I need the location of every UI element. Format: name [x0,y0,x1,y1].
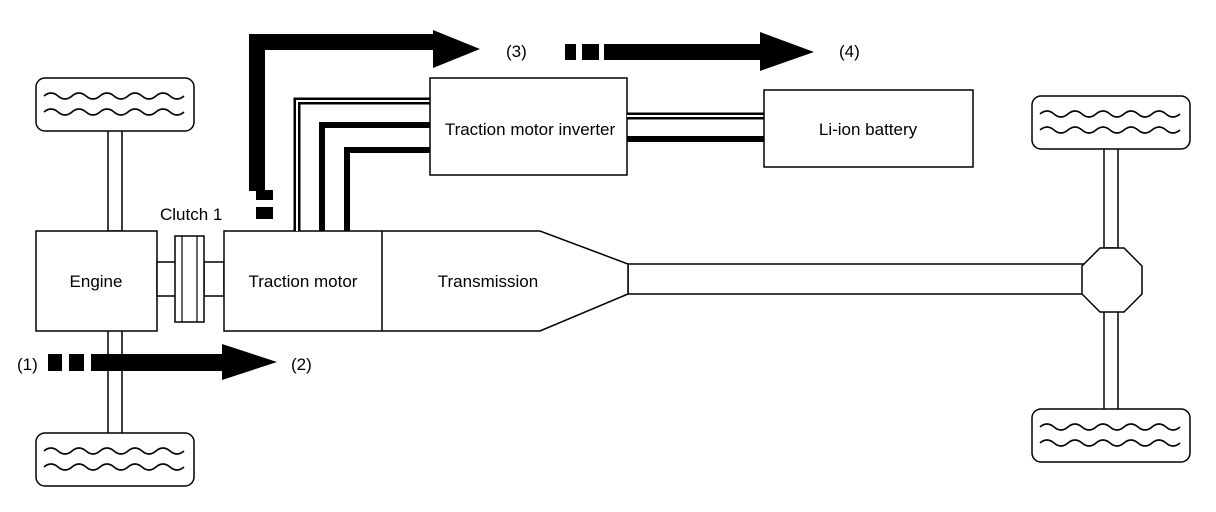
transmission-housing [223,230,629,332]
engine-box [35,230,158,332]
tire-icon [35,77,195,132]
marker-3: (3) [506,42,527,61]
marker-1: (1) [17,355,38,374]
tire-icon [1031,95,1191,150]
tire-icon [1031,408,1191,463]
tire-icon [35,432,195,487]
engine-shaft [156,261,178,297]
traction-motor-label: Traction motor [249,272,358,291]
octagon-differential-icon [1081,247,1143,313]
engine-label: Engine [70,272,123,291]
battery-box [763,89,974,168]
motor-inverter-wiring [293,97,430,231]
arrow-icon [249,30,480,219]
marker-2: (2) [291,355,312,374]
battery-label: Li-ion battery [819,120,918,139]
rear-axle [1103,147,1119,412]
marker-4: (4) [839,42,860,61]
clutch-shaft [203,261,225,297]
clutch-icon [174,235,205,323]
arrow-icon [565,32,814,71]
inverter-battery-wiring [627,112,764,142]
inverter-label: Traction motor inverter [445,120,616,139]
inverter-box [429,77,628,176]
arrow-icon [48,344,277,380]
transmission-label: Transmission [438,272,538,291]
propeller-shaft [627,263,1087,295]
clutch-label: Clutch 1 [160,205,222,224]
